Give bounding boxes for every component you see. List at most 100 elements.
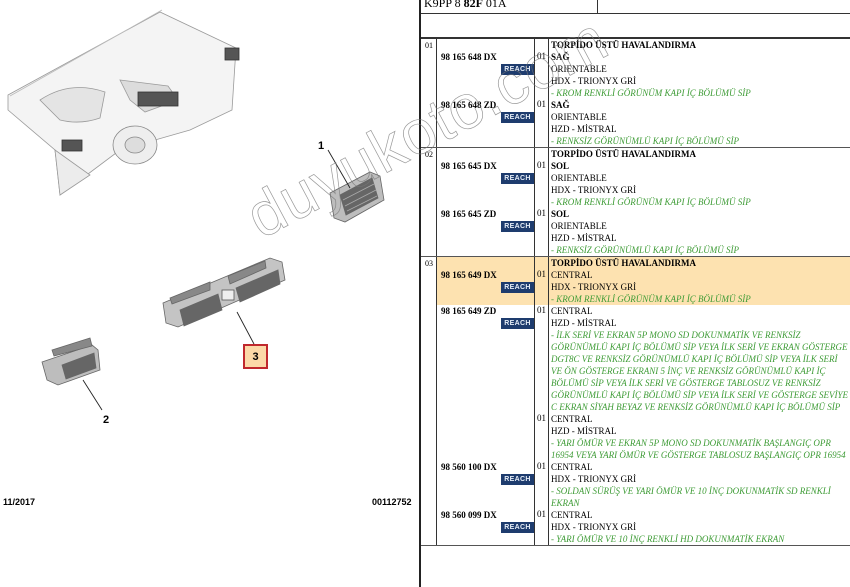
condition-text: - YARI ÖMÜR VE EKRAN 5P MONO SD DOKUNMAT… [551, 438, 846, 460]
part-number[interactable]: 98 165 648 ZD [441, 100, 497, 110]
quantity: 01 [537, 160, 546, 170]
callout-1[interactable]: 1 [318, 140, 325, 152]
group-number: 03 [421, 257, 437, 545]
quantity-cell: 01 [535, 305, 549, 413]
description-line: HDX - TRIONYX GRİ [551, 76, 637, 86]
condition-text: - KROM RENKLİ GÖRÜNÜM KAPI İÇ BÖLÜMÜ SİP [551, 88, 751, 98]
quantity: 01 [537, 413, 546, 423]
reach-badge[interactable]: REACH [501, 221, 534, 232]
part-number-cell: 98 560 099 DX REACH [437, 509, 535, 545]
description-line: SAĞ [551, 52, 570, 62]
quantity: 01 [537, 509, 546, 519]
reach-badge[interactable]: REACH [501, 474, 534, 485]
description-line: ORIENTABLE [551, 173, 607, 183]
quantity-cell: 01 [535, 99, 549, 147]
part-number[interactable]: 98 165 645 ZD [441, 209, 497, 219]
quantity-cell: 01 [535, 39, 549, 99]
part-number-cell: 98 165 648 ZD REACH [437, 99, 535, 147]
description-line: ORIENTABLE [551, 64, 607, 74]
reference-header: K9PP 8 82F 01A [421, 0, 850, 14]
part-number[interactable]: 98 560 099 DX [441, 510, 497, 520]
leader-line-1 [327, 149, 351, 189]
part-row[interactable]: 01 CENTRAL HZD - MİSTRAL - YARI ÖMÜR VE EKR… [437, 413, 850, 461]
condition-text: - İLK SERİ VE EKRAN 5P MONO SD DOKUNMATİ… [551, 330, 849, 412]
reach-badge[interactable]: REACH [501, 318, 534, 329]
quantity-cell: 01 [535, 257, 549, 305]
description-line: SAĞ [551, 100, 570, 110]
leader-line-3 [236, 311, 255, 345]
description-line: HDX - TRIONYX GRİ [551, 282, 637, 292]
part-number-cell: 98 165 649 DX REACH [437, 257, 535, 305]
group-number: 02 [421, 148, 437, 256]
description-line: ORIENTABLE [551, 112, 607, 122]
part-number[interactable]: 98 165 649 ZD [441, 306, 497, 316]
quantity: 01 [537, 99, 546, 109]
illustration-date: 11/2017 [3, 497, 36, 507]
description-line: HDX - TRIONYX GRİ [551, 522, 637, 532]
description-line: HZD - MİSTRAL [551, 124, 617, 134]
part-number-cell: 98 165 649 ZD REACH [437, 305, 535, 413]
description-line: CENTRAL [551, 462, 593, 472]
condition-text: - RENKSİZ GÖRÜNÜMLÜ KAPI İÇ BÖLÜMÜ SİP [551, 136, 739, 146]
dashboard-icon [7, 9, 240, 196]
description-line: SOL [551, 161, 570, 171]
part-number[interactable]: 98 560 100 DX [441, 462, 497, 472]
description-line: HZD - MİSTRAL [551, 426, 617, 436]
reach-badge[interactable]: REACH [501, 282, 534, 293]
dashboard-illustration [7, 9, 385, 411]
description-line: HZD - MİSTRAL [551, 233, 617, 243]
part-number[interactable]: 98 165 649 DX [441, 270, 497, 280]
description-cell: CENTRAL HZD - MİSTRAL - YARI ÖMÜR VE EKRAN… [549, 413, 850, 461]
part-number-cell: 98 560 100 DX REACH [437, 461, 535, 509]
callout-2[interactable]: 2 [103, 414, 110, 426]
illustration-code: 00112752 [372, 497, 412, 507]
quantity-cell: 01 [535, 413, 549, 461]
reach-badge[interactable]: REACH [501, 64, 534, 75]
description-line: CENTRAL [551, 306, 593, 316]
part-number[interactable]: 98 165 645 DX [441, 161, 497, 171]
quantity: 01 [537, 51, 546, 61]
condition-text: - YARI ÖMÜR VE 10 İNÇ RENKLİ HD DOKUNMAT… [551, 534, 785, 544]
vent-left-icon [41, 337, 101, 386]
condition-text: - KROM RENKLİ GÖRÜNÜM KAPI İÇ BÖLÜMÜ SİP [551, 197, 751, 207]
description-line: HDX - TRIONYX GRİ [551, 185, 637, 195]
reach-badge[interactable]: REACH [501, 173, 534, 184]
reach-badge[interactable]: REACH [501, 522, 534, 533]
part-number[interactable]: 98 165 648 DX [441, 52, 497, 62]
condition-text: - RENKSİZ GÖRÜNÜMLÜ KAPI İÇ BÖLÜMÜ SİP [551, 245, 739, 255]
part-number-cell [437, 413, 535, 461]
header-spacer [421, 14, 850, 39]
callout-3-selected[interactable]: 3 [243, 344, 268, 369]
description-line: HDX - TRIONYX GRİ [551, 474, 637, 484]
reference-code: K9PP 8 82F 01A [421, 0, 598, 13]
quantity-cell: 01 [535, 148, 549, 208]
quantity: 01 [537, 269, 546, 279]
reach-badge[interactable]: REACH [501, 112, 534, 123]
description-line: CENTRAL [551, 414, 593, 424]
quantity-cell: 01 [535, 208, 549, 256]
quantity-cell: 01 [535, 509, 549, 545]
description-cell: SAĞ ORIENTABLE HZD - MİSTRAL - RENKSİZ GÖRÜ… [549, 99, 850, 147]
quantity-cell: 01 [535, 461, 549, 509]
part-number-cell: 98 165 648 DX REACH [437, 39, 535, 99]
quantity: 01 [537, 305, 546, 315]
